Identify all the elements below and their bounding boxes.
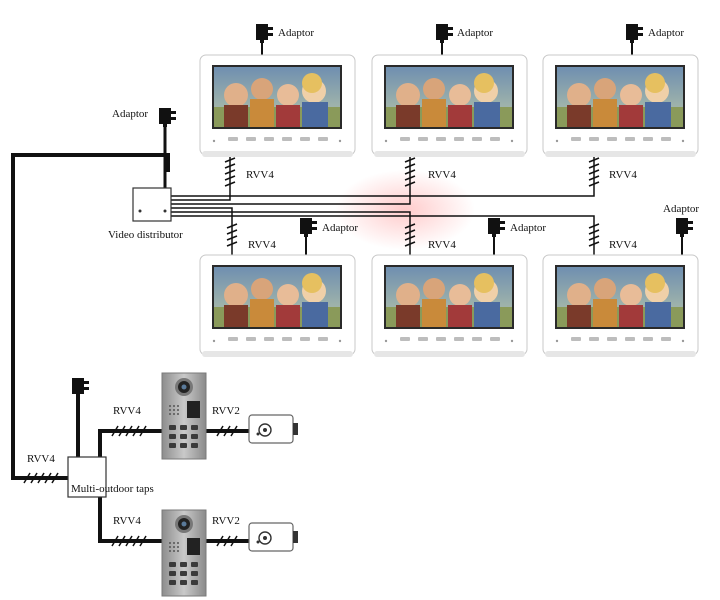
rvv4-label: RVV4 [27, 453, 55, 465]
dist-out-4 [168, 207, 233, 255]
adaptor-icon [256, 24, 273, 43]
hatch-lock-2 [216, 535, 238, 547]
trunk-cable [11, 153, 170, 480]
hatch-vertical-bottom-3 [588, 223, 600, 247]
rvv2-label: RVV2 [212, 405, 240, 417]
dist-out-1 [168, 154, 231, 201]
monitor-bottom-1 [199, 254, 356, 358]
adaptor-label: Adaptor [112, 108, 148, 120]
dist-out-3 [168, 154, 595, 197]
adaptor-label: Adaptor [510, 222, 546, 234]
rvv4-label: RVV4 [113, 405, 141, 417]
tap-to-station-2 [98, 497, 162, 543]
hatch-lock-1 [216, 425, 238, 437]
rvv4-label: RVV4 [609, 239, 637, 251]
electric-lock-1 [248, 414, 299, 444]
monitor-top-3 [542, 54, 699, 158]
labels: Adaptor Adaptor Adaptor Adaptor Adaptor … [27, 27, 699, 527]
rvv4-label: RVV4 [246, 169, 274, 181]
hatch-vertical-top-3 [588, 157, 600, 187]
multi-outdoor-taps-box [67, 456, 107, 498]
rvv4-label: RVV4 [428, 169, 456, 181]
dist-out-5 [168, 211, 411, 255]
video-distributor-label: Video distributor [108, 229, 183, 241]
monitor-bottom-3 [542, 254, 699, 358]
hatch-vertical-top-1 [224, 157, 236, 187]
adaptor-label: Adaptor [278, 27, 314, 39]
hatch-station-2 [111, 535, 147, 547]
watermark [335, 170, 475, 250]
monitor-top-2 [371, 54, 528, 158]
rvv4-label: RVV4 [609, 169, 637, 181]
adaptor-icon [436, 24, 453, 43]
multi-outdoor-taps-label: Multi-outdoor taps [71, 483, 154, 495]
adaptor-icon [300, 218, 317, 237]
adaptor-icon [676, 218, 693, 237]
monitor-bottom-2 [371, 254, 528, 358]
rvv4-label: RVV4 [428, 239, 456, 251]
dist-out-2 [168, 154, 411, 205]
dist-out-6 [168, 215, 595, 255]
adaptor-label: Adaptor [322, 222, 358, 234]
hatch-vertical-bottom-2 [404, 223, 416, 247]
door-station-2 [161, 509, 207, 597]
door-station-1 [161, 372, 207, 460]
cable-hatches [23, 157, 600, 547]
hatch-vertical-bottom-1 [226, 223, 238, 247]
video-distributor [132, 187, 172, 222]
electric-lock-2 [248, 522, 299, 552]
adaptor-icon [72, 378, 89, 397]
hatch-station-1 [111, 425, 147, 437]
tap-to-station-1 [98, 429, 162, 475]
rvv4-label: RVV4 [113, 515, 141, 527]
adaptor-icon [626, 24, 643, 43]
adaptor-label: Adaptor [663, 203, 699, 215]
adaptor-icon [488, 218, 505, 237]
rvv2-label: RVV2 [212, 515, 240, 527]
hatch-vertical-top-2 [404, 157, 416, 187]
adaptor-icon [159, 108, 176, 127]
adaptor-label: Adaptor [457, 27, 493, 39]
adaptor-label: Adaptor [648, 27, 684, 39]
hatch-trunk [23, 472, 59, 484]
monitor-top-1 [199, 54, 356, 158]
rvv4-label: RVV4 [248, 239, 276, 251]
